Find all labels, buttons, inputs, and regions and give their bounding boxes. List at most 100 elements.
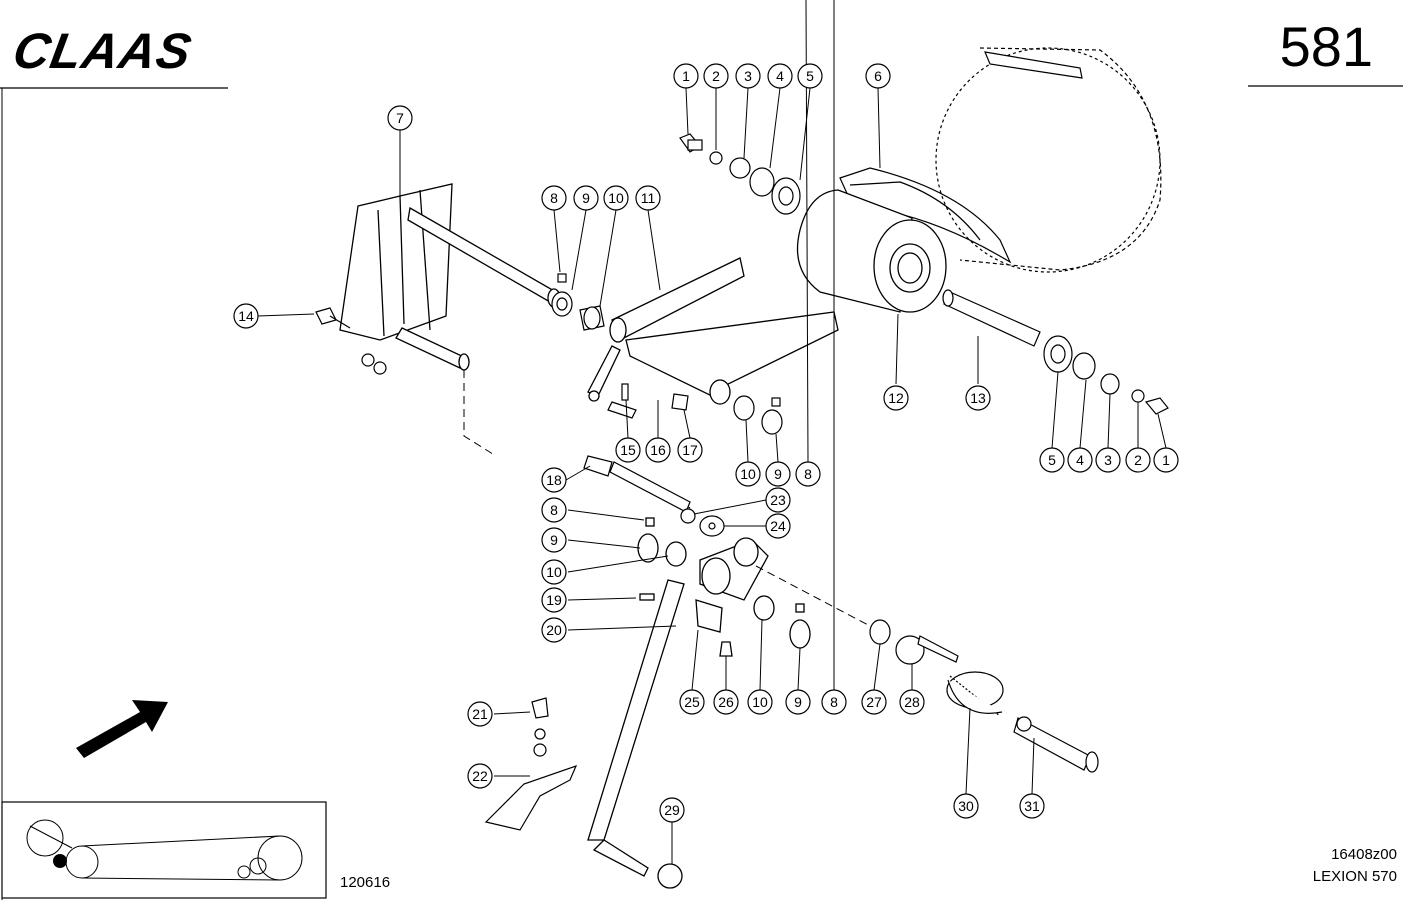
belt-drum bbox=[839, 47, 1162, 273]
upper-bushings bbox=[551, 273, 783, 435]
callout-14: 14 bbox=[233, 303, 259, 329]
mounting-bracket bbox=[339, 183, 561, 371]
callout-28: 28 bbox=[899, 689, 925, 715]
callout-31: 31 bbox=[1019, 793, 1045, 819]
machine-model: LEXION 570 bbox=[1312, 868, 1397, 885]
callout-5-top: 5 bbox=[797, 63, 823, 89]
callout-3-right: 3 bbox=[1095, 447, 1121, 473]
callout-19: 19 bbox=[541, 587, 567, 613]
right-fastener-stack bbox=[1043, 335, 1169, 415]
svg-text:15: 15 bbox=[620, 442, 636, 458]
svg-text:21: 21 bbox=[472, 706, 488, 722]
svg-text:25: 25 bbox=[684, 694, 700, 710]
svg-text:28: 28 bbox=[904, 694, 920, 710]
callout-26: 26 bbox=[713, 689, 739, 715]
swing-arm bbox=[587, 257, 839, 405]
svg-text:10: 10 bbox=[546, 564, 562, 580]
page-number: 581 bbox=[1279, 15, 1373, 78]
svg-text:1: 1 bbox=[1162, 452, 1170, 468]
svg-text:20: 20 bbox=[546, 622, 562, 638]
svg-text:3: 3 bbox=[1104, 452, 1112, 468]
callout-9-lower: 9 bbox=[785, 689, 811, 715]
callout-18: 18 bbox=[541, 467, 567, 493]
callout-21: 21 bbox=[467, 701, 493, 727]
callout-11: 11 bbox=[635, 185, 661, 211]
callout-8-lower: 8 bbox=[821, 689, 847, 715]
svg-text:5: 5 bbox=[1048, 452, 1056, 468]
callout-3-top: 3 bbox=[735, 63, 761, 89]
svg-text:9: 9 bbox=[794, 694, 802, 710]
callout-22: 22 bbox=[467, 763, 493, 789]
callout-7: 7 bbox=[387, 105, 413, 131]
callout-10-lower: 10 bbox=[747, 689, 773, 715]
svg-text:3: 3 bbox=[744, 68, 752, 84]
callout-16: 16 bbox=[645, 437, 671, 463]
roller-shaft bbox=[942, 289, 1041, 347]
guard-plate-set bbox=[484, 697, 578, 831]
svg-text:30: 30 bbox=[958, 798, 974, 814]
callout-25: 25 bbox=[679, 689, 705, 715]
svg-text:23: 23 bbox=[770, 492, 786, 508]
callout-4-top: 4 bbox=[767, 63, 793, 89]
leader-dashed-1 bbox=[463, 370, 497, 457]
small-fasteners bbox=[315, 307, 689, 419]
callout-1-top: 1 bbox=[673, 63, 699, 89]
svg-text:24: 24 bbox=[770, 518, 786, 534]
svg-text:8: 8 bbox=[830, 694, 838, 710]
svg-text:6: 6 bbox=[874, 68, 882, 84]
callout-8-left: 8 bbox=[541, 497, 567, 523]
svg-text:13: 13 bbox=[970, 390, 986, 406]
callouts: 1 2 3 4 5 6 7 8 9 10 11 12 13 14 15 16 1… bbox=[233, 63, 1179, 823]
callout-2-top: 2 bbox=[703, 63, 729, 89]
svg-text:11: 11 bbox=[641, 190, 656, 206]
svg-text:9: 9 bbox=[774, 466, 782, 482]
svg-text:26: 26 bbox=[718, 694, 734, 710]
svg-text:14: 14 bbox=[238, 308, 254, 324]
callout-2-right: 2 bbox=[1125, 447, 1151, 473]
tension-roller bbox=[796, 189, 947, 313]
svg-text:31: 31 bbox=[1024, 798, 1040, 814]
svg-text:1: 1 bbox=[682, 68, 690, 84]
callout-9-mid: 9 bbox=[765, 461, 791, 487]
svg-text:4: 4 bbox=[776, 68, 784, 84]
svg-text:29: 29 bbox=[664, 802, 680, 818]
callout-20: 20 bbox=[541, 617, 567, 643]
callout-6: 6 bbox=[865, 63, 891, 89]
document-reference: 120616 bbox=[340, 874, 391, 891]
callout-15: 15 bbox=[615, 437, 641, 463]
svg-text:17: 17 bbox=[682, 442, 698, 458]
callout-9-upper: 9 bbox=[573, 185, 599, 211]
svg-text:4: 4 bbox=[1076, 452, 1084, 468]
svg-text:10: 10 bbox=[752, 694, 768, 710]
callout-8-upper: 8 bbox=[541, 185, 567, 211]
callout-27: 27 bbox=[861, 689, 887, 715]
callout-17: 17 bbox=[677, 437, 703, 463]
svg-text:5: 5 bbox=[806, 68, 814, 84]
callout-9-left: 9 bbox=[541, 527, 567, 553]
svg-text:16: 16 bbox=[650, 442, 666, 458]
callout-10-mid: 10 bbox=[735, 461, 761, 487]
svg-text:9: 9 bbox=[550, 532, 558, 548]
svg-text:2: 2 bbox=[1134, 452, 1142, 468]
leader-dashed-2 bbox=[755, 565, 871, 627]
top-fastener-stack bbox=[679, 133, 801, 215]
svg-text:19: 19 bbox=[546, 592, 562, 608]
svg-text:22: 22 bbox=[472, 768, 488, 784]
callout-1-right: 1 bbox=[1153, 447, 1179, 473]
callout-10-left: 10 bbox=[541, 559, 567, 585]
svg-text:8: 8 bbox=[550, 502, 558, 518]
svg-text:18: 18 bbox=[546, 472, 562, 488]
callout-29: 29 bbox=[659, 797, 685, 823]
callout-12: 12 bbox=[883, 385, 909, 411]
svg-text:9: 9 bbox=[582, 190, 590, 206]
callout-10-upper: 10 bbox=[603, 185, 629, 211]
svg-text:10: 10 bbox=[740, 466, 756, 482]
callout-30: 30 bbox=[953, 793, 979, 819]
callout-5-right: 5 bbox=[1039, 447, 1065, 473]
location-inset bbox=[1, 801, 327, 899]
direction-arrow bbox=[76, 700, 168, 758]
callout-23: 23 bbox=[765, 487, 791, 513]
callout-24: 24 bbox=[765, 513, 791, 539]
callout-4-right: 4 bbox=[1067, 447, 1093, 473]
